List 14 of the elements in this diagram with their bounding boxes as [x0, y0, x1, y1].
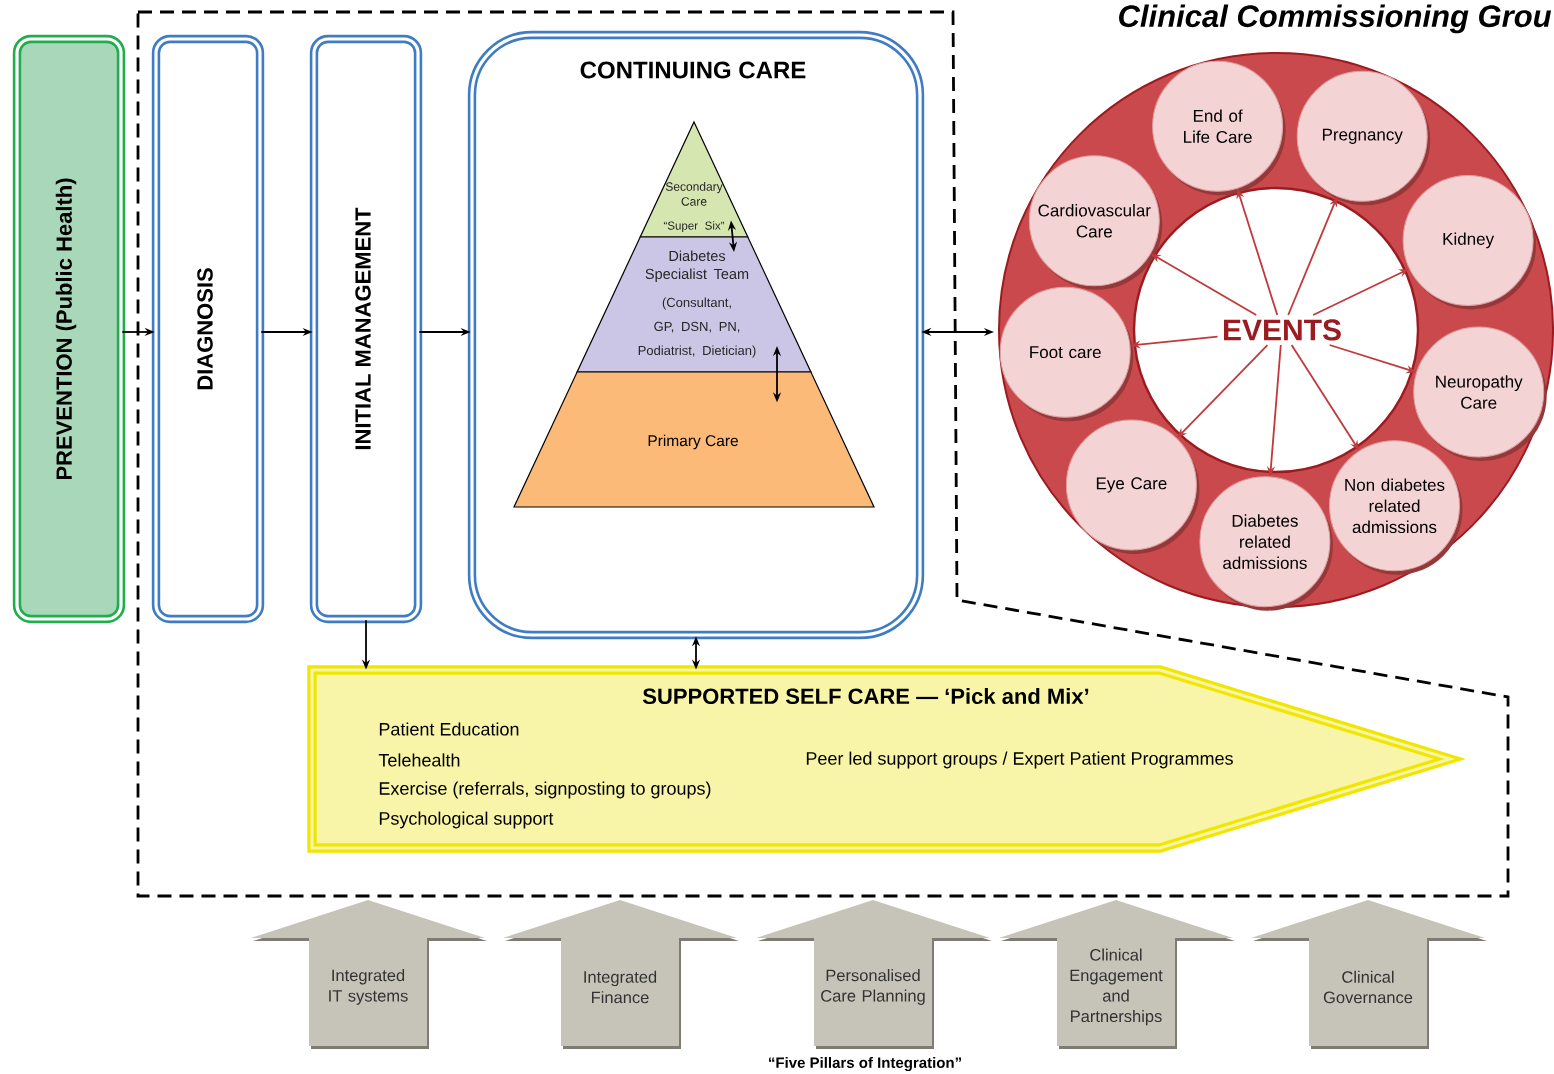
pillar: Integrated IT systems	[251, 900, 487, 1049]
column-box: INITIAL MANAGEMENT	[309, 34, 423, 624]
pillar: Clinical Engagement and Partnerships	[999, 900, 1235, 1049]
pillar: Clinical Governance	[1251, 900, 1487, 1049]
column-box: PREVENTION (Public Health)	[12, 34, 126, 624]
events-label: EVENTS	[1224, 319, 1341, 341]
pyramid-tier: Primary Care	[513, 371, 875, 508]
pillar: Integrated Finance	[503, 900, 739, 1049]
column-box: DIAGNOSIS	[151, 34, 265, 624]
title: Clinical Commissioning Grou	[1119, 4, 1552, 34]
pillar: Personalised Care Planning	[756, 900, 992, 1049]
pyramid-tier: Diabetes Specialist Team (Consultant, GP, DSN, PN, Podiatrist, Dietician)	[576, 236, 812, 373]
caption: “Five Pillars of Integration”	[769, 1057, 961, 1071]
arrow	[1177, 344, 1269, 438]
